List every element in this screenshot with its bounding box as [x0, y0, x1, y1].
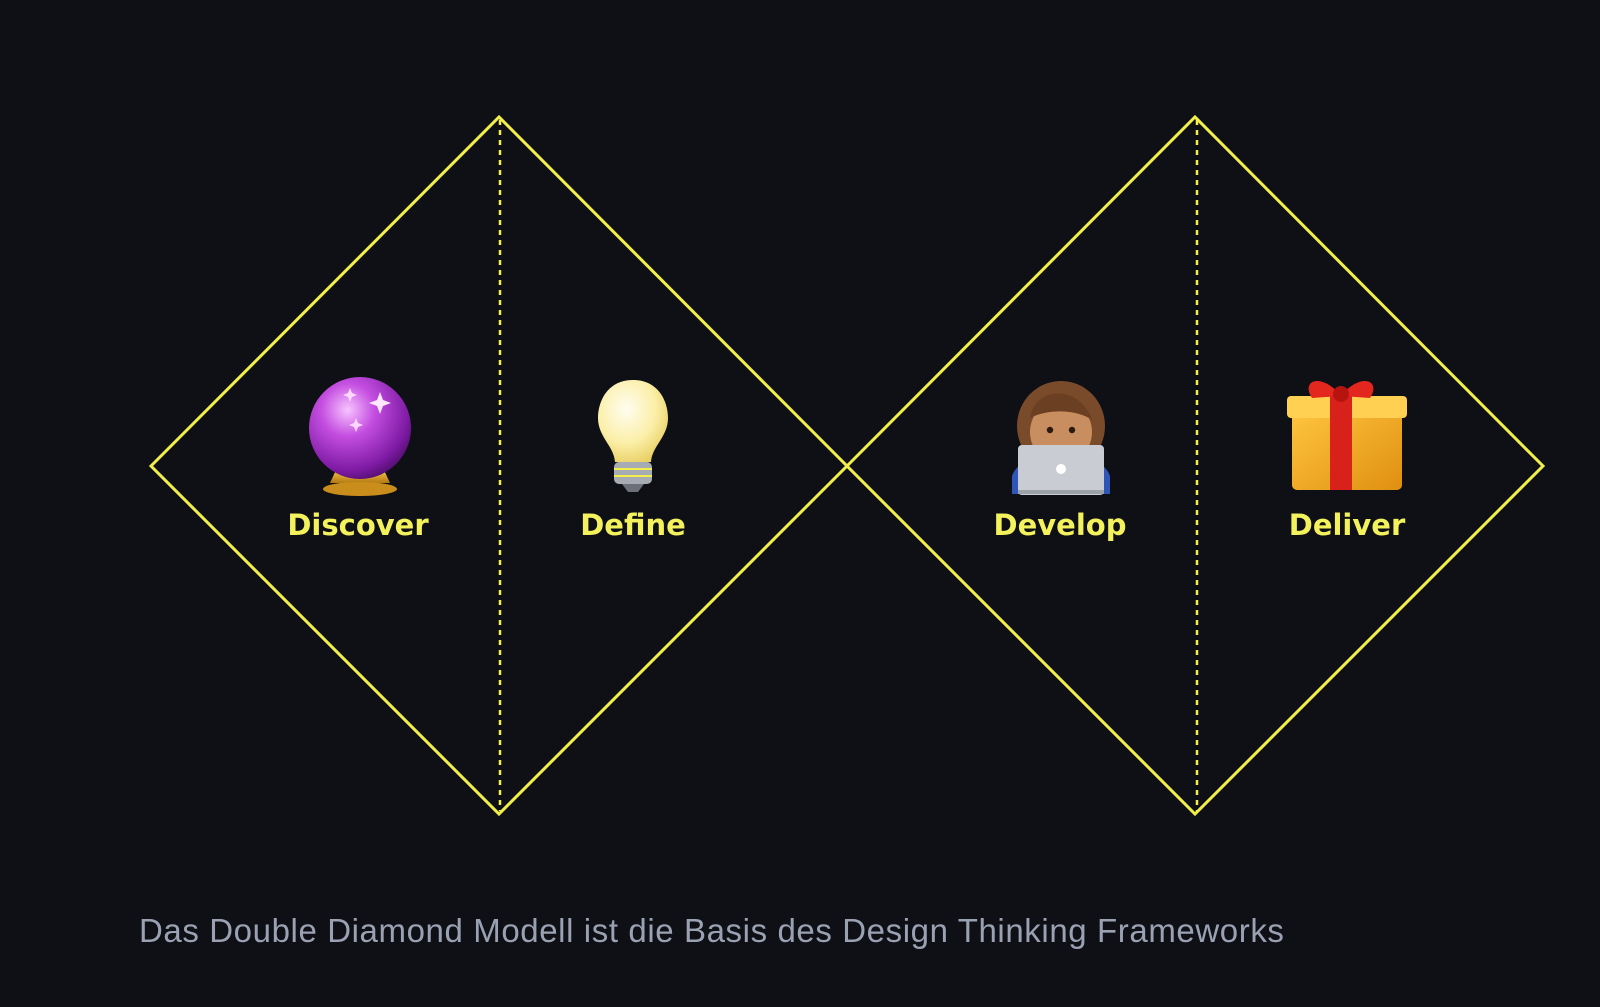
phase-label-deliver: Deliver [1289, 508, 1406, 542]
gift-icon [1287, 381, 1407, 490]
phase-label-develop: Develop [994, 508, 1127, 542]
technologist-icon [1012, 381, 1110, 495]
crystal-ball-icon [309, 377, 411, 496]
phase-label-discover: Discover [287, 508, 429, 542]
diamond-right-outline [844, 114, 1546, 817]
caption-text: Das Double Diamond Modell ist die Basis … [139, 912, 1285, 949]
phase-label-define: Define [580, 508, 686, 542]
light-bulb-icon [598, 380, 668, 492]
